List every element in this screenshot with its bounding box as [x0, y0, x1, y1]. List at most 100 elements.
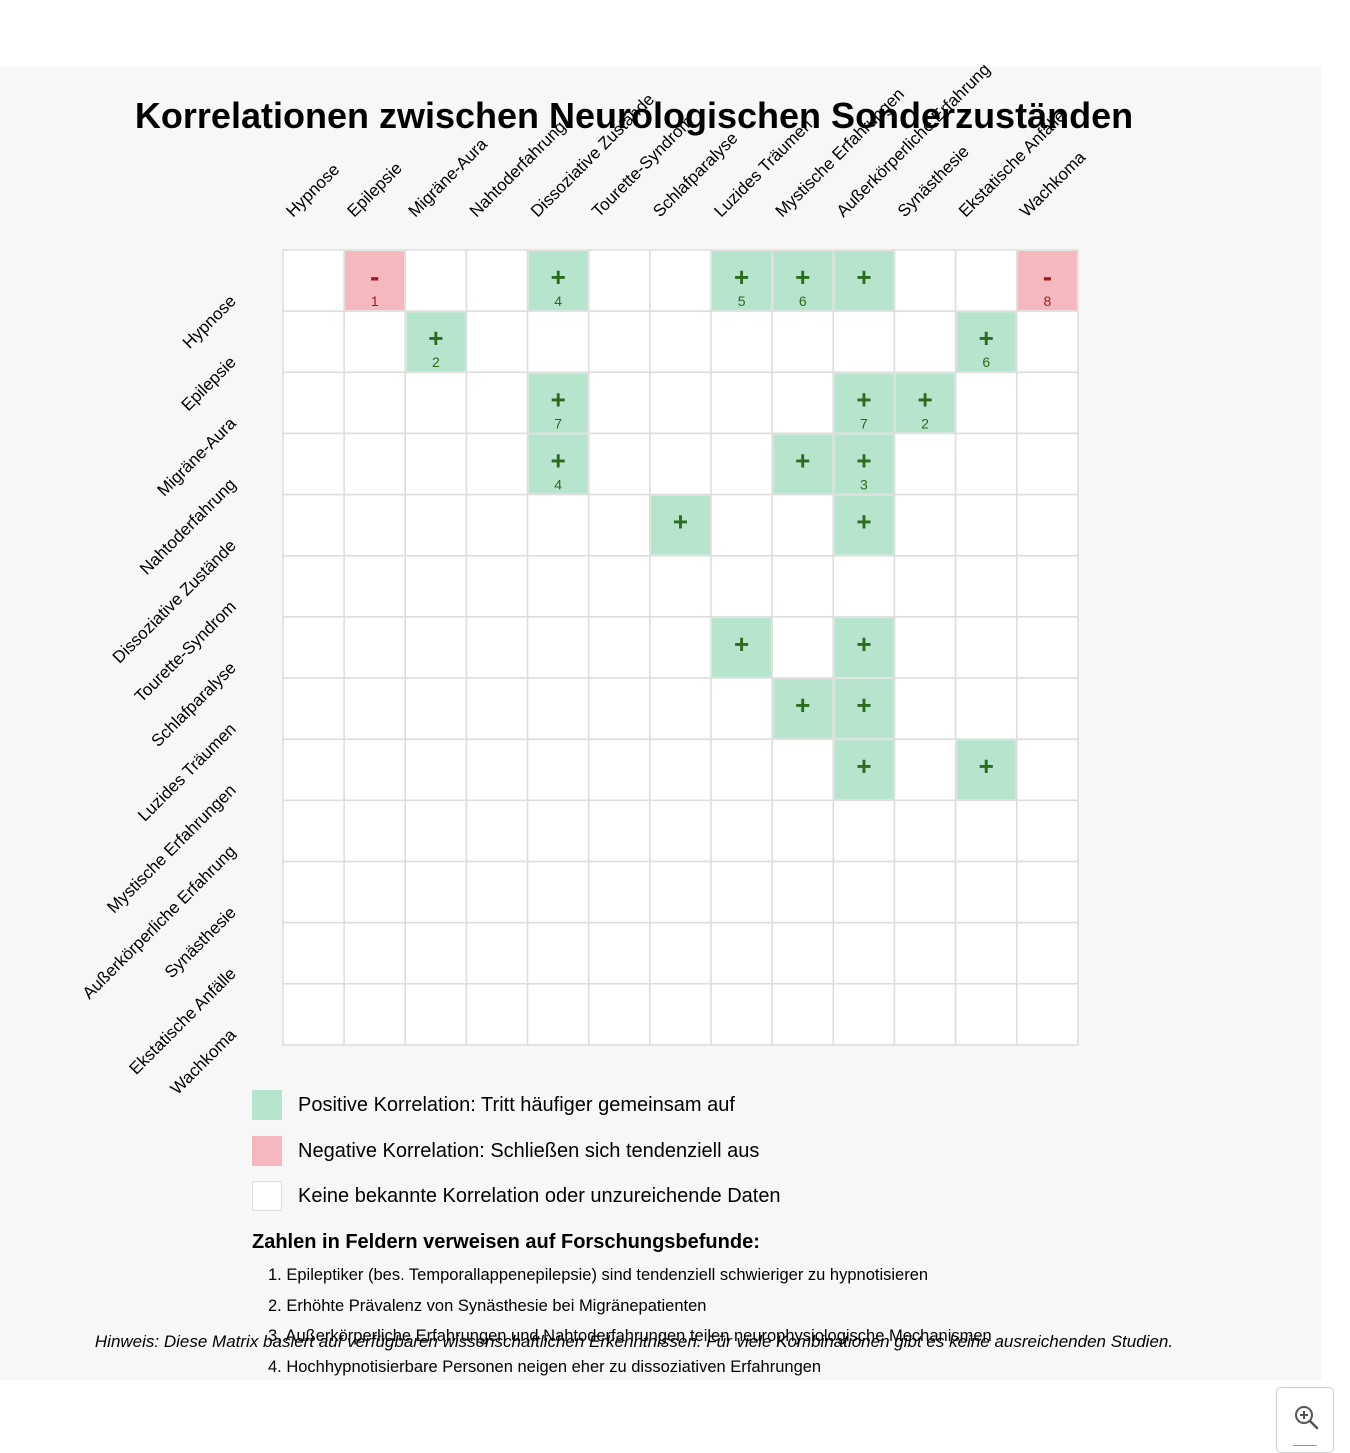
- matrix-cell: [1016, 371, 1079, 435]
- matrix-cell: [343, 799, 407, 863]
- matrix-cell: [954, 983, 1018, 1046]
- matrix-cell: [465, 799, 529, 863]
- correlation-sign: +: [917, 384, 932, 414]
- matrix-cell: [588, 493, 651, 557]
- matrix-cell: [771, 371, 835, 435]
- matrix-cell: [832, 799, 896, 863]
- positive-correlation-cell: [712, 617, 772, 678]
- legend-item-positive: Positive Korrelation: Tritt häufiger gem…: [252, 1089, 735, 1121]
- correlation-sign: +: [428, 323, 443, 353]
- correlation-sign: +: [856, 690, 871, 720]
- reference-number: 4: [554, 293, 562, 309]
- matrix-cell: [1016, 310, 1079, 374]
- matrix-cell: [588, 921, 651, 985]
- matrix-cell: [465, 310, 529, 374]
- matrix-cell: [588, 799, 651, 863]
- positive-correlation-cell: [650, 495, 711, 555]
- zoom-divider: [1293, 1445, 1317, 1446]
- matrix-cell: [1016, 799, 1079, 863]
- matrix-cell: [710, 677, 773, 740]
- reference-number: 4: [554, 476, 562, 492]
- matrix-cell: [282, 860, 345, 924]
- legend-swatch-positive: [252, 1090, 282, 1120]
- matrix-cell: [649, 616, 712, 679]
- matrix-cell: [954, 371, 1018, 435]
- positive-correlation-cell: [773, 251, 833, 311]
- positive-correlation-cell: [406, 312, 466, 372]
- negative-correlation-cell: [345, 251, 405, 311]
- matrix-cell: [771, 983, 835, 1046]
- matrix-cell: [526, 799, 590, 863]
- matrix-cell: [649, 860, 712, 924]
- matrix-cell: [343, 432, 407, 496]
- matrix-cell: [710, 799, 773, 863]
- matrix-cell: [526, 983, 590, 1046]
- matrix-cell: [404, 983, 468, 1046]
- matrix-cell: [282, 432, 345, 496]
- reference-number: 8: [1043, 293, 1051, 309]
- reference-number: 7: [860, 415, 868, 431]
- reference-item: 4. Hochhypnotisierbare Personen neigen e…: [268, 1357, 822, 1376]
- matrix-cell: [343, 371, 407, 435]
- column-label: Hypnose: [282, 160, 343, 221]
- matrix-cell: [588, 310, 651, 374]
- matrix-cell: [282, 249, 345, 312]
- correlation-sign: +: [551, 384, 566, 414]
- matrix-cell: [649, 983, 712, 1046]
- matrix-cell: [832, 983, 896, 1046]
- matrix-cell: [282, 616, 345, 679]
- matrix-cell: [954, 432, 1018, 496]
- positive-correlation-cell: [528, 434, 588, 494]
- matrix-cell: [1016, 983, 1079, 1046]
- matrix-cell: [465, 677, 529, 740]
- matrix-cell: [893, 983, 957, 1046]
- legend-label-none: Keine bekannte Korrelation oder unzureic…: [298, 1184, 781, 1207]
- matrix-cell: [893, 555, 957, 618]
- correlation-sign: +: [856, 751, 871, 781]
- positive-correlation-cell: [834, 617, 894, 678]
- reference-item: 2. Erhöhte Prävalenz von Synästhesie bei…: [268, 1296, 707, 1315]
- correlation-sign: +: [734, 262, 749, 292]
- correlation-sign: +: [795, 690, 810, 720]
- reference-number: 1: [371, 293, 379, 309]
- reference-number: 7: [554, 415, 562, 431]
- matrix-cell: [893, 799, 957, 863]
- matrix-cell: [404, 860, 468, 924]
- legend-item-none: Keine bekannte Korrelation oder unzureic…: [252, 1180, 781, 1212]
- matrix-cell: [588, 249, 651, 312]
- correlation-sign: -: [1043, 261, 1052, 292]
- references-list: 1. Epileptiker (bes. Temporallappenepile…: [268, 1264, 992, 1386]
- matrix-cell: [893, 860, 957, 924]
- matrix-cell: [588, 860, 651, 924]
- matrix-cell: [404, 555, 468, 618]
- matrix-cell: [832, 310, 896, 374]
- matrix-cell: [954, 677, 1018, 740]
- correlation-sign: +: [979, 323, 994, 353]
- matrix-cell: [710, 983, 773, 1046]
- matrix-cell: [526, 310, 590, 374]
- matrix-cell: [588, 371, 651, 435]
- matrix-cell: [404, 616, 468, 679]
- matrix-cell: [282, 493, 345, 557]
- positive-correlation-cell: [834, 679, 894, 739]
- matrix-cell: [526, 860, 590, 924]
- matrix-cell: [649, 432, 712, 496]
- matrix-cell: [343, 983, 407, 1046]
- positive-correlation-cell: [834, 251, 894, 311]
- correlation-sign: +: [856, 262, 871, 292]
- matrix-cell: [282, 983, 345, 1046]
- matrix-cell: [404, 677, 468, 740]
- zoom-button[interactable]: [1276, 1387, 1334, 1453]
- positive-correlation-cell: [773, 679, 833, 739]
- matrix-cell: [649, 371, 712, 435]
- matrix-cell: [1016, 738, 1079, 802]
- matrix-cell: [710, 371, 773, 435]
- matrix-cell: [893, 921, 957, 985]
- legend-label-positive: Positive Korrelation: Tritt häufiger gem…: [298, 1093, 735, 1116]
- matrix-cell: [954, 555, 1018, 618]
- matrix-cell: [526, 738, 590, 802]
- matrix-cell: [1016, 677, 1079, 740]
- reference-number: 6: [799, 293, 807, 309]
- matrix-cell: [526, 921, 590, 985]
- correlation-sign: +: [856, 384, 871, 414]
